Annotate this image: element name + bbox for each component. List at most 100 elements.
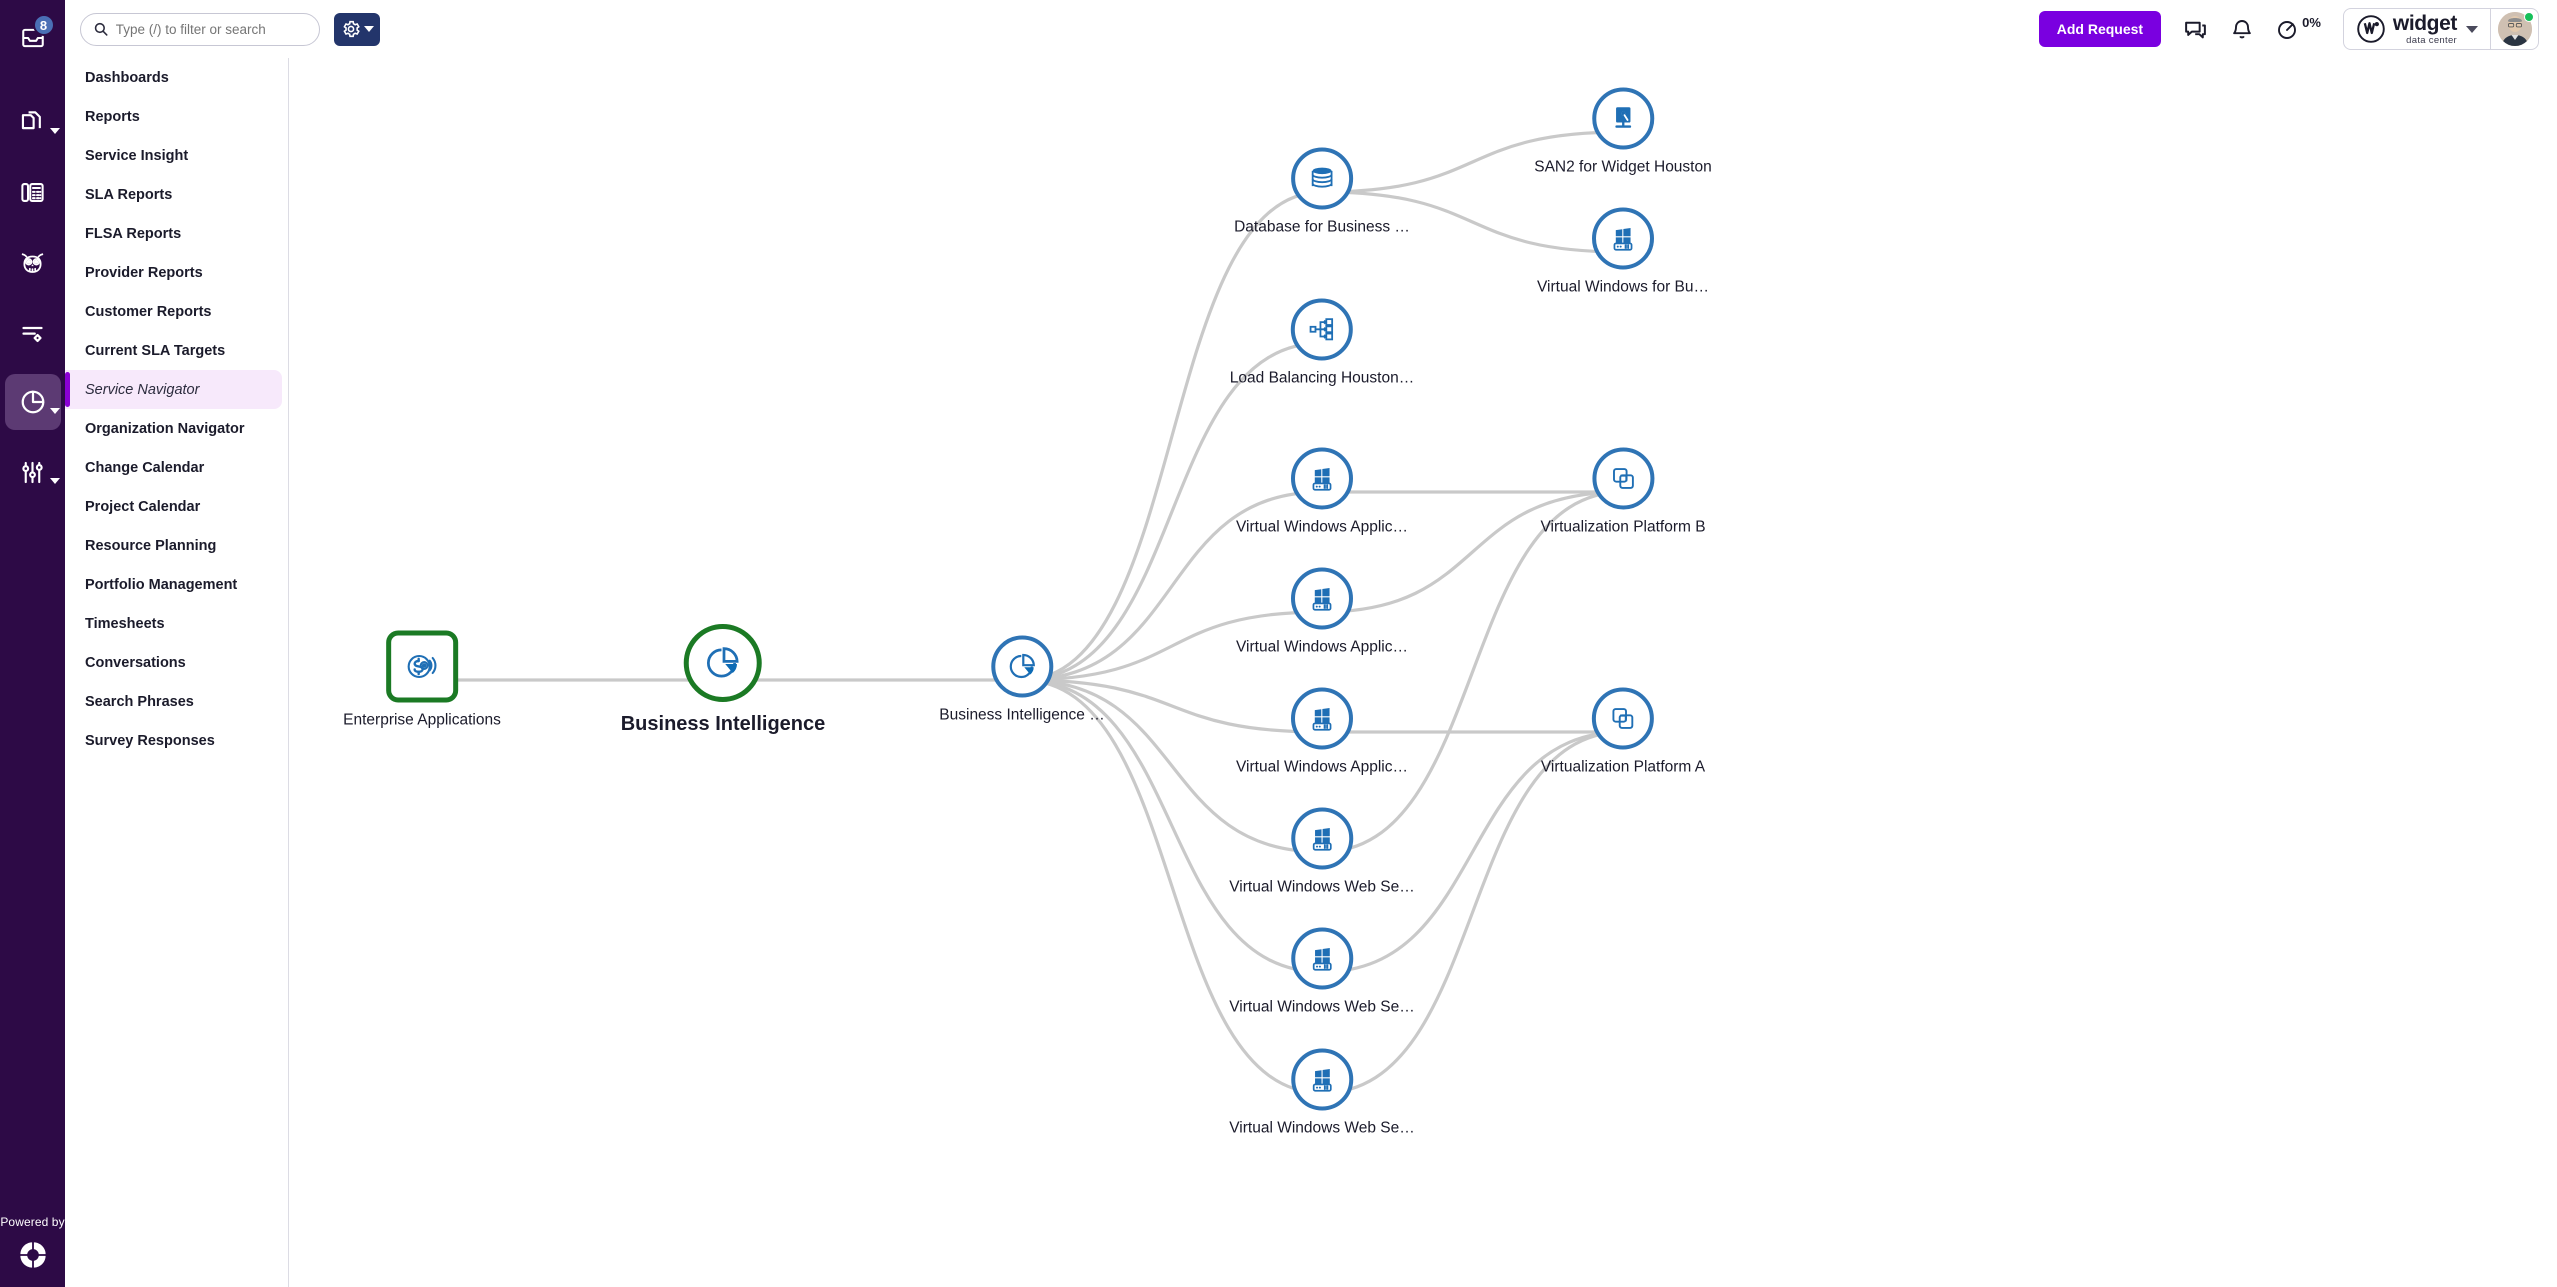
sidebar-item-label: Provider Reports <box>85 264 203 281</box>
graph-node-label: Business Intelligence … <box>939 706 1105 724</box>
sidebar-item-organization-navigator[interactable]: Organization Navigator <box>65 409 282 448</box>
user-menu[interactable] <box>2490 9 2538 49</box>
graph-node-label: Virtualization Platform B <box>1540 518 1706 536</box>
sidebar-item-label: Portfolio Management <box>85 576 238 593</box>
graph-node-database-for-business[interactable]: Database for Business … <box>1234 147 1410 237</box>
documents-icon[interactable] <box>5 94 61 150</box>
sidebar-item-label: Timesheets <box>85 615 165 632</box>
graph-node-label: Load Balancing Houston… <box>1229 369 1415 387</box>
chevron-down-icon[interactable] <box>2466 25 2478 33</box>
pie-chart-icon <box>683 624 762 702</box>
graph-node-virtual-windows-application-3[interactable]: Virtual Windows Applic… <box>1236 687 1408 777</box>
database-icon <box>1290 147 1353 210</box>
graph-node-label: Database for Business … <box>1234 218 1410 236</box>
inbox-icon[interactable]: 8 <box>5 10 61 66</box>
sidebar-item-customer-reports[interactable]: Customer Reports <box>65 292 282 331</box>
windows-server-icon <box>1290 567 1353 630</box>
sidebar-item-label: Resource Planning <box>85 537 217 554</box>
graph-node-business-intelligence[interactable]: Business Intelligence <box>620 624 826 736</box>
graph-node-virtual-windows-web-server-1[interactable]: Virtual Windows Web Se… <box>1229 807 1415 897</box>
bell-icon[interactable] <box>2230 17 2254 41</box>
owl-icon[interactable] <box>5 234 61 290</box>
chevron-down-icon[interactable] <box>49 408 60 414</box>
graph-node-virtual-windows-application-2[interactable]: Virtual Windows Applic… <box>1236 567 1408 657</box>
sidebar-item-service-navigator[interactable]: Service Navigator <box>65 370 282 409</box>
graph-node-load-balancing-houston[interactable]: Load Balancing Houston… <box>1229 298 1415 388</box>
brand-dropdown[interactable]: widget data center <box>2344 9 2490 49</box>
graph-node-label: SAN2 for Widget Houston <box>1534 158 1712 176</box>
status-badge <box>2524 12 2534 22</box>
chevron-down-icon[interactable] <box>49 128 60 134</box>
dollar-signal-icon <box>385 630 458 703</box>
windows-server-icon <box>1592 207 1654 270</box>
sidebar-item-current-sla-targets[interactable]: Current SLA Targets <box>65 331 282 370</box>
graph-edge <box>1021 678 1323 734</box>
search-field[interactable] <box>80 12 320 46</box>
graph-edge <box>1021 341 1323 682</box>
sidebar-item-service-insight[interactable]: Service Insight <box>65 136 282 175</box>
brand-switcher: widget data center <box>2342 8 2539 50</box>
graph-node-label: Virtual Windows Applic… <box>1235 518 1409 536</box>
sidebar-item-label: Change Calendar <box>85 459 205 476</box>
sliders-icon[interactable] <box>5 444 61 500</box>
graph-node-virtual-windows-for-business[interactable]: Virtual Windows for Bu… <box>1537 207 1709 297</box>
sidebar-item-label: Conversations <box>85 654 186 671</box>
inbox-badge: 8 <box>32 14 55 36</box>
graph-node-san2-for-widget-houston[interactable]: SAN2 for Widget Houston <box>1534 87 1712 177</box>
sidebar-item-project-calendar[interactable]: Project Calendar <box>65 487 282 526</box>
graph-node-virtual-windows-web-server-2[interactable]: Virtual Windows Web Se… <box>1229 927 1415 1017</box>
sidebar-item-reports[interactable]: Reports <box>65 97 282 136</box>
sidebar-item-survey-responses[interactable]: Survey Responses <box>65 721 282 760</box>
graph-node-virtualization-platform-b[interactable]: Virtualization Platform B <box>1540 447 1706 537</box>
sidebar-item-label: FLSA Reports <box>85 225 182 242</box>
settings-dropdown-button[interactable] <box>334 12 380 46</box>
sidebar-menu: Dashboards Reports Service Insight SLA R… <box>65 0 289 1287</box>
graph-edge <box>1021 490 1323 682</box>
sidebar-item-search-phrases[interactable]: Search Phrases <box>65 682 282 721</box>
pie-chart-icon <box>990 635 1053 698</box>
sidebar-item-resource-planning[interactable]: Resource Planning <box>65 526 282 565</box>
windows-server-icon <box>1290 927 1353 990</box>
timer-indicator[interactable]: 0% <box>2276 15 2321 41</box>
chat-icon[interactable] <box>2183 17 2208 42</box>
graph-edge <box>1321 730 1624 974</box>
graph-node-virtual-windows-application-1[interactable]: Virtual Windows Applic… <box>1235 447 1409 537</box>
service-navigator-canvas[interactable]: Enterprise Applications Business Intelli… <box>289 58 2557 1287</box>
graph-node-virtual-windows-web-server-3[interactable]: Virtual Windows Web Se… <box>1229 1048 1415 1138</box>
pie-chart-icon[interactable] <box>4 374 61 430</box>
sidebar-item-flsa-reports[interactable]: FLSA Reports <box>65 214 282 253</box>
graph-node-label: Enterprise Applications <box>343 711 501 729</box>
sidebar-item-sla-reports[interactable]: SLA Reports <box>65 175 282 214</box>
timer-percent-label: 0% <box>2302 15 2321 30</box>
search-input[interactable] <box>115 21 307 37</box>
top-header: Add Request 0% <box>65 0 2557 58</box>
sidebar-item-provider-reports[interactable]: Provider Reports <box>65 253 282 292</box>
pinwheel-logo-icon <box>19 1242 46 1268</box>
graph-node-virtualization-platform-a[interactable]: Virtualization Platform A <box>1540 687 1706 777</box>
filter-sort-icon[interactable] <box>5 304 61 360</box>
graph-edge <box>1021 678 1323 974</box>
sidebar-item-label: Service Navigator <box>85 381 200 398</box>
icon-rail: 8 <box>0 0 65 1287</box>
graph-node-business-intelligence-hub[interactable]: Business Intelligence … <box>939 635 1105 725</box>
brand-subtitle: data center <box>2406 34 2457 46</box>
sidebar-item-dashboards[interactable]: Dashboards <box>65 58 282 97</box>
windows-server-icon <box>1290 807 1353 870</box>
windows-server-icon <box>1290 687 1353 750</box>
chevron-down-icon[interactable] <box>49 478 60 484</box>
graph-node-label: Business Intelligence <box>620 713 826 735</box>
sidebar-item-label: Search Phrases <box>85 693 194 710</box>
phone-calculator-icon[interactable] <box>5 164 61 220</box>
virtualization-icon <box>1591 687 1654 750</box>
sidebar-item-timesheets[interactable]: Timesheets <box>65 604 282 643</box>
virtualization-icon <box>1592 447 1654 510</box>
sidebar-item-change-calendar[interactable]: Change Calendar <box>65 448 282 487</box>
sidebar-item-portfolio-management[interactable]: Portfolio Management <box>65 565 282 604</box>
add-request-button[interactable]: Add Request <box>2038 11 2162 47</box>
graph-node-enterprise-applications[interactable]: Enterprise Applications <box>343 630 501 730</box>
sidebar-item-label: Organization Navigator <box>85 420 245 437</box>
graph-node-label: Virtualization Platform A <box>1540 758 1706 776</box>
sidebar-item-conversations[interactable]: Conversations <box>65 643 282 682</box>
windows-server-icon <box>1290 447 1353 510</box>
load-balancer-icon <box>1291 298 1353 361</box>
